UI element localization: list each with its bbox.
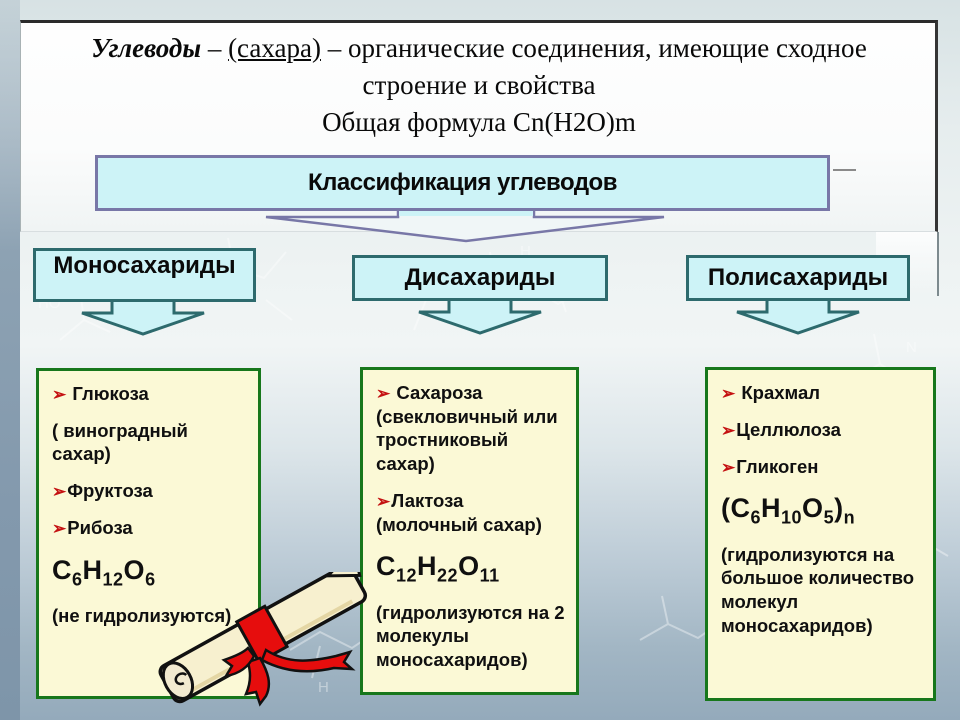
down-arrow-icon [265, 204, 665, 243]
list-item: ➢Фруктоза [52, 480, 153, 502]
scroll-clipart [158, 572, 368, 707]
list-item: ➢Гликоген [721, 455, 819, 477]
down-arrow-icon [81, 298, 205, 336]
list-item: ➢ Глюкоза [52, 383, 149, 404]
title-line-1: Углеводы – (сахара) – органические соеди… [91, 33, 867, 63]
list-item: ( виноградный сахар) [52, 419, 188, 465]
polysaccharides-detail-box: ➢ Крахмал ➢Целлюлоза ➢Гликоген (C6H10O5)n (… [705, 367, 936, 701]
bullet-arrow-icon: ➢ [52, 482, 67, 502]
bullet-arrow-icon: ➢ [721, 384, 736, 403]
list-item: ➢Целлюлоза [721, 418, 841, 440]
category-label: Моносахариды [53, 252, 236, 279]
title-sugars: (сахара) [228, 33, 321, 63]
category-label: Полисахариды [707, 264, 889, 291]
left-shadow-band [0, 0, 20, 720]
bullet-arrow-icon: ➢ [52, 518, 67, 538]
classification-label: Классификация углеводов [308, 169, 617, 196]
svg-text:N: N [906, 339, 917, 356]
down-arrow-icon [736, 297, 860, 335]
down-arrow-icon [418, 297, 542, 335]
bullet-arrow-icon: ➢ [376, 384, 391, 403]
bullet-arrow-icon: ➢ [721, 420, 736, 440]
bullet-arrow-icon: ➢ [376, 491, 391, 511]
category-box-polysaccharides: Полисахариды [686, 255, 910, 301]
classification-box: Классификация углеводов [95, 155, 830, 211]
chemical-formula: C12H22O11 [376, 551, 500, 586]
category-label: Дисахариды [404, 264, 556, 291]
chemical-formula: (C6H10O5)n [721, 493, 856, 528]
title-line-2: строение и свойства [362, 70, 596, 100]
chemical-formula: C6H12O6 [52, 554, 156, 589]
category-box-disaccharides: Дисахариды [352, 255, 608, 301]
connector-dash [833, 169, 856, 171]
list-item: ➢Рибоза [52, 516, 133, 538]
list-item: ➢Лактоза (молочный сахар) [376, 489, 542, 535]
list-item: (не гидролизуются) [52, 605, 232, 627]
slide-title: Углеводы – (сахара) – органические соеди… [22, 30, 936, 141]
list-item: (гидролизуются на большое количество мол… [721, 543, 915, 636]
category-box-monosaccharides: Моносахариды [33, 248, 256, 302]
list-item: ➢ Крахмал [721, 382, 821, 403]
disaccharides-detail-box: ➢ Сахароза (свекловичный или тростниковы… [360, 367, 579, 695]
title-term: Углеводы [91, 33, 202, 63]
title-line-3: Общая формула Cn(H2O)m [322, 107, 636, 137]
bullet-arrow-icon: ➢ [721, 457, 736, 477]
list-item: (гидролизуются на 2 молекулы моносахарид… [376, 601, 565, 670]
list-item: ➢ Сахароза (свекловичный или тростниковы… [376, 382, 558, 475]
bullet-arrow-icon: ➢ [52, 385, 67, 404]
